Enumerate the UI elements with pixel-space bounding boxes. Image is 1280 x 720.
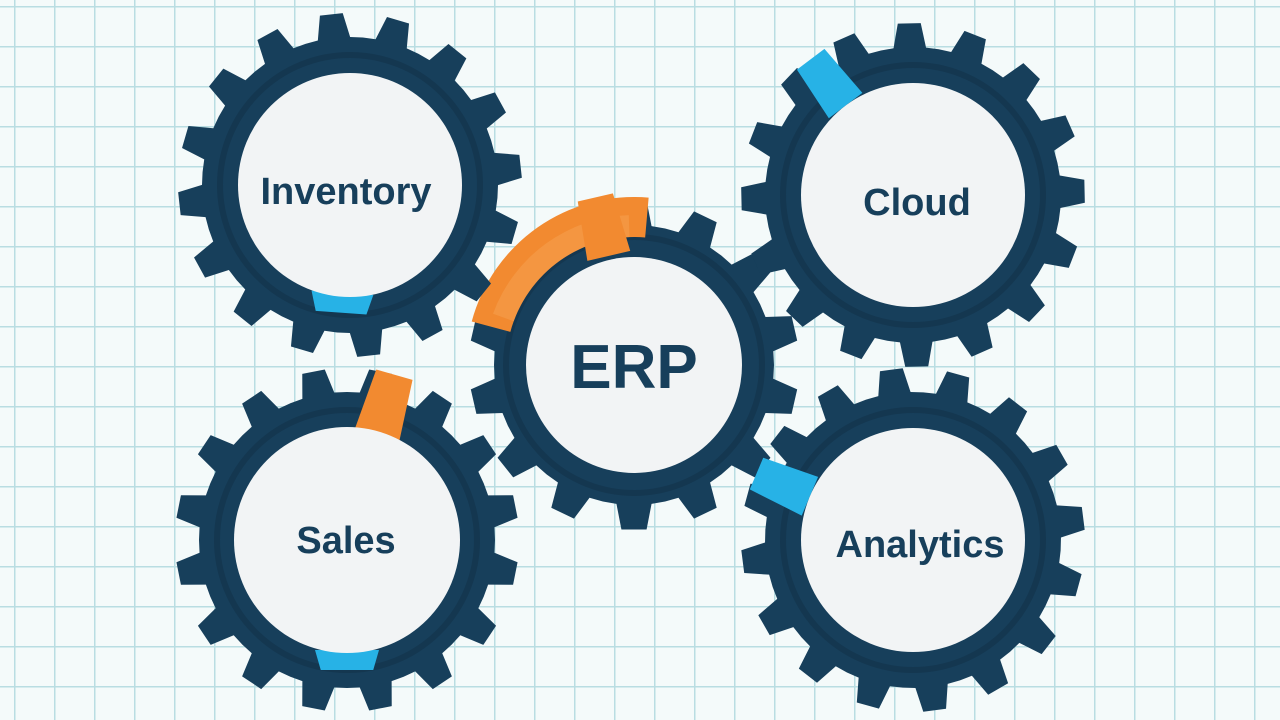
gear-cloud-face (801, 83, 1025, 307)
gear-cloud: Cloud (741, 23, 1085, 367)
gear-cloud-blue-tab (796, 48, 863, 119)
gear-sales-face (234, 427, 460, 653)
gear-inventory-face (238, 73, 462, 297)
gear-cloud-label: Cloud (863, 182, 971, 224)
gear-analytics-face (801, 428, 1025, 652)
gear-erp-orange-tab (577, 193, 631, 261)
gear-analytics-inner-ring (780, 407, 1046, 673)
gear-erp-face (526, 257, 742, 473)
gear-erp-label: ERP (570, 333, 697, 402)
gear-analytics-label: Analytics (836, 524, 1005, 566)
gear-erp: ERP (470, 193, 798, 530)
gear-sales-label: Sales (296, 520, 395, 562)
gear-analytics-blue-tab (749, 457, 819, 516)
gear-cloud-inner-ring (780, 62, 1046, 328)
gear-sales-orange-tab (355, 369, 413, 441)
gear-inventory-label: Inventory (260, 171, 431, 213)
gear-inventory-inner-ring (217, 52, 483, 318)
gear-analytics: Analytics (741, 368, 1085, 712)
gear-sales: Sales (176, 369, 518, 711)
gear-inventory: Inventory (178, 13, 522, 357)
gear-sales-blue-tab (315, 650, 379, 670)
